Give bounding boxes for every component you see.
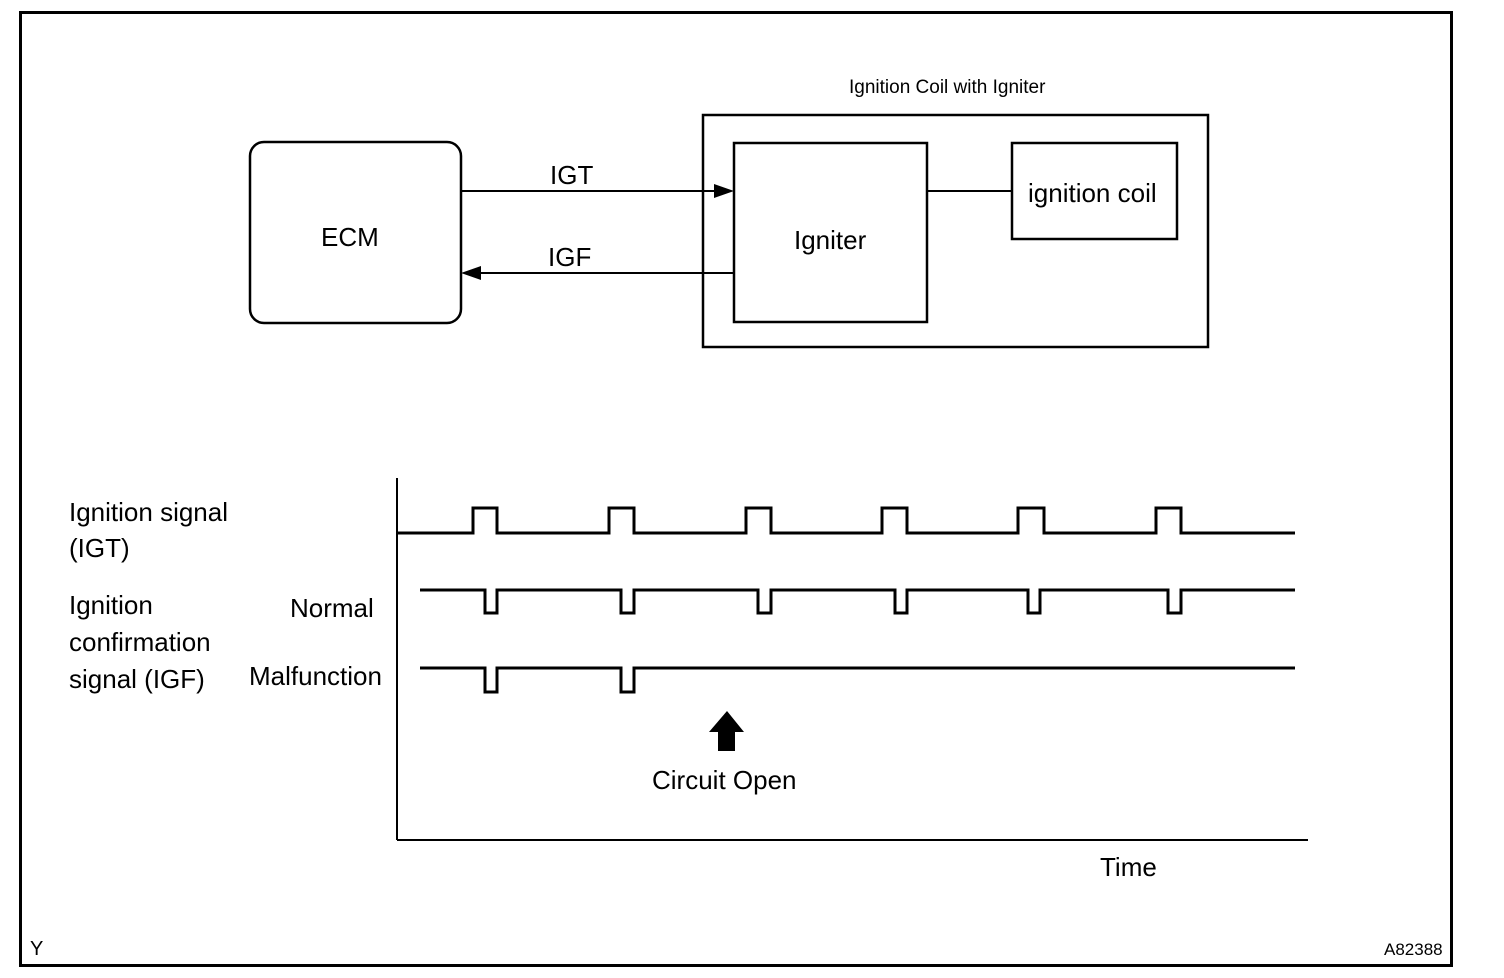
igf-signal-label-line3: signal (IGF) [69, 664, 205, 694]
ignition-unit-box [701, 113, 1210, 349]
ecm-block [248, 140, 463, 325]
igniter-label: Igniter [794, 225, 867, 255]
time-axis-label: Time [1100, 852, 1157, 882]
igt-label: IGT [550, 160, 594, 190]
ecm-label: ECM [321, 222, 379, 252]
igf-normal-waveform [420, 588, 1295, 615]
coil-label: ignition coil [1028, 178, 1157, 208]
igt-signal-label-line1: Ignition signal [69, 497, 228, 527]
corner-letter: Y [30, 938, 44, 960]
igf-malfunction-waveform [420, 666, 1295, 694]
malfunction-label: Malfunction [249, 661, 382, 691]
igf-signal-label-line2: confirmation [69, 627, 211, 657]
igniter-block [732, 141, 929, 324]
igt-signal-label-line2: (IGT) [69, 533, 130, 563]
igt-waveform [397, 506, 1295, 535]
figure-frame [19, 11, 1453, 967]
igf-signal-label-line1: Ignition [69, 590, 153, 620]
igt-arrowhead [714, 184, 734, 198]
unit-title: Ignition Coil with Igniter [849, 77, 1046, 98]
igf-arrowhead [461, 266, 481, 280]
circuit-open-arrow-icon [709, 711, 744, 751]
igf-label: IGF [548, 242, 592, 272]
figure-code: A82388 [1384, 940, 1443, 959]
normal-label: Normal [290, 593, 374, 623]
circuit-open-label: Circuit Open [652, 765, 797, 795]
